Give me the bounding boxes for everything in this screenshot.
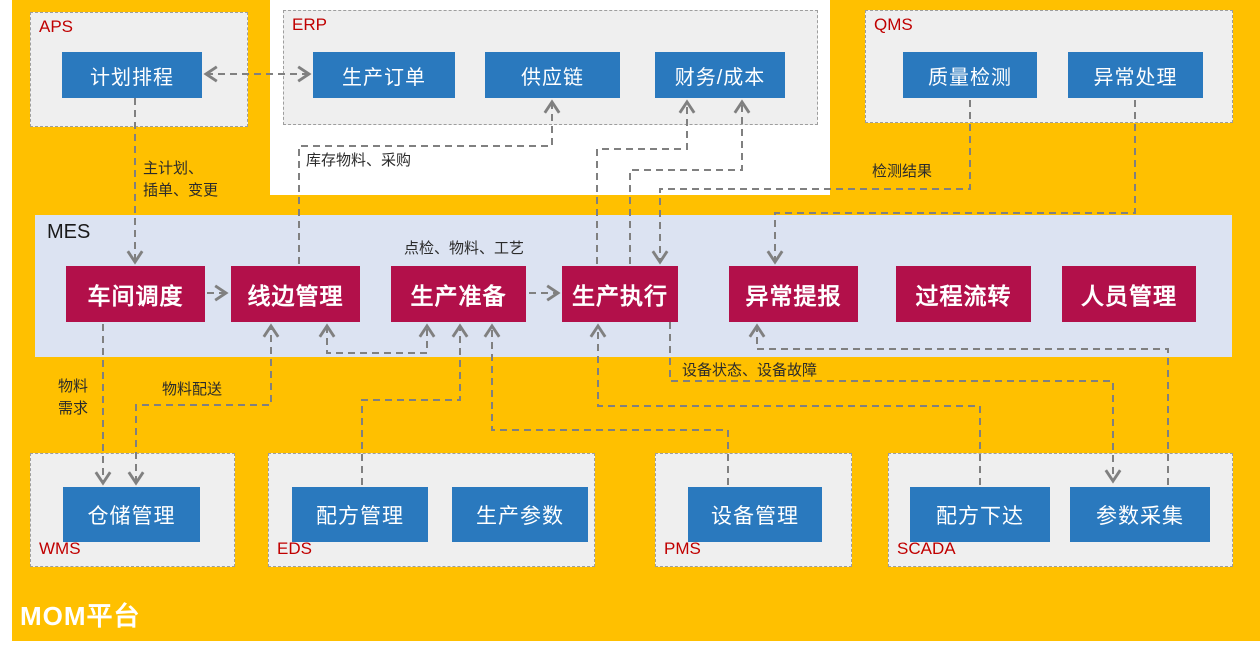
- module-exception-handling: 异常处理: [1068, 52, 1203, 98]
- label-inspection-result: 检测结果: [872, 163, 933, 180]
- label-spot-check: 点检、物料、工艺: [404, 240, 525, 257]
- label-material-delivery: 物料配送: [162, 381, 223, 398]
- platform-title: MOM平台: [20, 601, 141, 631]
- mes-module-workshop-scheduling: 车间调度: [66, 266, 205, 322]
- pms-label: PMS: [664, 539, 701, 558]
- module-plan-scheduling: 计划排程: [62, 52, 202, 98]
- label-device-status: 设备状态、设备故障: [682, 362, 818, 379]
- module-recipe-management: 配方管理: [292, 487, 428, 542]
- module-recipe-dispatch: 配方下达: [910, 487, 1050, 542]
- mes-module-production-execution: 生产执行: [562, 266, 678, 322]
- mes-module-process-flow: 过程流转: [896, 266, 1031, 322]
- module-equipment-management: 设备管理: [688, 487, 822, 542]
- mes-label: MES: [47, 221, 91, 243]
- erp-label: ERP: [292, 15, 327, 34]
- module-finance-cost: 财务/成本: [655, 52, 785, 98]
- mes-module-exception-reporting: 异常提报: [729, 266, 858, 322]
- scada-label: SCADA: [897, 539, 956, 558]
- module-warehouse-management: 仓储管理: [63, 487, 200, 542]
- module-quality-inspection: 质量检测: [903, 52, 1037, 98]
- aps-label: APS: [39, 17, 74, 36]
- mes-module-production-preparation: 生产准备: [391, 266, 526, 322]
- module-parameter-collection: 参数采集: [1070, 487, 1210, 542]
- module-production-order: 生产订单: [313, 52, 455, 98]
- label-material-demand: 物料 需求: [58, 378, 89, 417]
- label-inventory-purchase: 库存物料、采购: [306, 152, 412, 169]
- mes-module-lineside-management: 线边管理: [231, 266, 360, 322]
- eds-label: EDS: [277, 539, 312, 558]
- module-production-parameters: 生产参数: [452, 487, 588, 542]
- wms-label: WMS: [39, 539, 81, 558]
- mes-module-personnel-management: 人员管理: [1062, 266, 1196, 322]
- label-master-plan: 主计划、 插单、变更: [143, 160, 219, 199]
- qms-label: QMS: [874, 15, 913, 34]
- module-supply-chain: 供应链: [485, 52, 620, 98]
